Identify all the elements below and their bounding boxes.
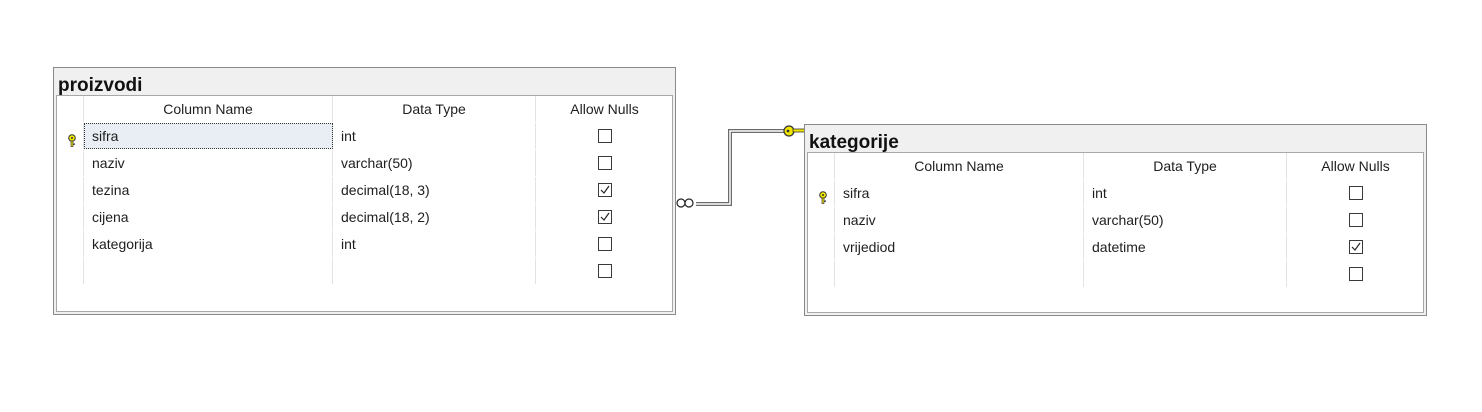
data-type-cell[interactable]: decimal(18, 2) bbox=[333, 204, 536, 230]
row-selector[interactable] bbox=[60, 177, 84, 203]
allow-nulls-cell bbox=[536, 123, 673, 149]
column-name-header: Column Name bbox=[835, 153, 1084, 179]
allow-nulls-checkbox[interactable] bbox=[598, 183, 612, 197]
allow-nulls-header: Allow Nulls bbox=[1321, 158, 1390, 174]
column-name-cell[interactable]: vrijediod bbox=[835, 234, 1084, 260]
allow-nulls-checkbox[interactable] bbox=[598, 129, 612, 143]
allow-nulls-checkbox[interactable] bbox=[598, 264, 612, 278]
allow-nulls-cell bbox=[536, 204, 673, 230]
table-title: kategorije bbox=[809, 133, 899, 152]
allow-nulls-cell bbox=[536, 177, 673, 203]
column-name-cell[interactable]: tezina bbox=[84, 177, 333, 203]
data-type-cell[interactable]: datetime bbox=[1084, 234, 1287, 260]
allow-nulls-checkbox[interactable] bbox=[1349, 186, 1363, 200]
many-end-icon bbox=[676, 198, 694, 208]
allow-nulls-header: Allow Nulls bbox=[570, 101, 639, 117]
data-type-cell[interactable] bbox=[333, 258, 536, 284]
column-name-cell[interactable] bbox=[835, 261, 1084, 287]
column-name-header: Column Name bbox=[84, 96, 333, 122]
allow-nulls-cell bbox=[536, 150, 673, 176]
row-selector[interactable] bbox=[811, 234, 835, 260]
allow-nulls-checkbox[interactable] bbox=[598, 156, 612, 170]
row-selector[interactable] bbox=[60, 123, 84, 149]
row-selector-header bbox=[811, 153, 835, 179]
row-selector[interactable] bbox=[811, 207, 835, 233]
one-end-key-icon bbox=[783, 125, 806, 137]
column-name-cell[interactable]: cijena bbox=[84, 204, 333, 230]
primary-key-icon bbox=[818, 186, 828, 212]
column-name-cell[interactable]: kategorija bbox=[84, 231, 333, 257]
data-type-cell[interactable] bbox=[1084, 261, 1287, 287]
row-selector[interactable] bbox=[60, 150, 84, 176]
data-type-cell[interactable]: varchar(50) bbox=[333, 150, 536, 176]
table-kategorije[interactable]: kategorije Column Name Data Type Allow N… bbox=[804, 124, 1427, 316]
column-name-cell[interactable]: naziv bbox=[84, 150, 333, 176]
allow-nulls-checkbox[interactable] bbox=[1349, 213, 1363, 227]
row-selector[interactable] bbox=[60, 258, 84, 284]
allow-nulls-checkbox[interactable] bbox=[598, 237, 612, 251]
relationship-line bbox=[696, 129, 792, 206]
table-proizvodi[interactable]: proizvodi Column Name Data Type Allow Nu… bbox=[53, 67, 676, 315]
data-type-cell[interactable]: int bbox=[1084, 180, 1287, 206]
column-name-cell[interactable]: sifra bbox=[84, 123, 333, 149]
row-selector[interactable] bbox=[60, 231, 84, 257]
primary-key-icon bbox=[67, 129, 77, 155]
allow-nulls-cell bbox=[536, 231, 673, 257]
data-type-cell[interactable]: decimal(18, 3) bbox=[333, 177, 536, 203]
allow-nulls-cell bbox=[1287, 234, 1424, 260]
column-name-cell[interactable]: naziv bbox=[835, 207, 1084, 233]
data-type-header: Data Type bbox=[1084, 153, 1287, 179]
allow-nulls-cell bbox=[1287, 207, 1424, 233]
row-selector-header bbox=[60, 96, 84, 122]
allow-nulls-checkbox[interactable] bbox=[1349, 240, 1363, 254]
table-title: proizvodi bbox=[58, 76, 143, 95]
row-selector[interactable] bbox=[811, 180, 835, 206]
allow-nulls-cell bbox=[536, 258, 673, 284]
allow-nulls-cell bbox=[1287, 261, 1424, 287]
row-selector[interactable] bbox=[60, 204, 84, 230]
allow-nulls-checkbox[interactable] bbox=[598, 210, 612, 224]
data-type-cell[interactable]: varchar(50) bbox=[1084, 207, 1287, 233]
data-type-cell[interactable]: int bbox=[333, 123, 536, 149]
column-name-cell[interactable] bbox=[84, 258, 333, 284]
allow-nulls-checkbox[interactable] bbox=[1349, 267, 1363, 281]
data-type-cell[interactable]: int bbox=[333, 231, 536, 257]
data-type-header: Data Type bbox=[333, 96, 536, 122]
column-name-cell[interactable]: sifra bbox=[835, 180, 1084, 206]
allow-nulls-cell bbox=[1287, 180, 1424, 206]
row-selector[interactable] bbox=[811, 261, 835, 287]
